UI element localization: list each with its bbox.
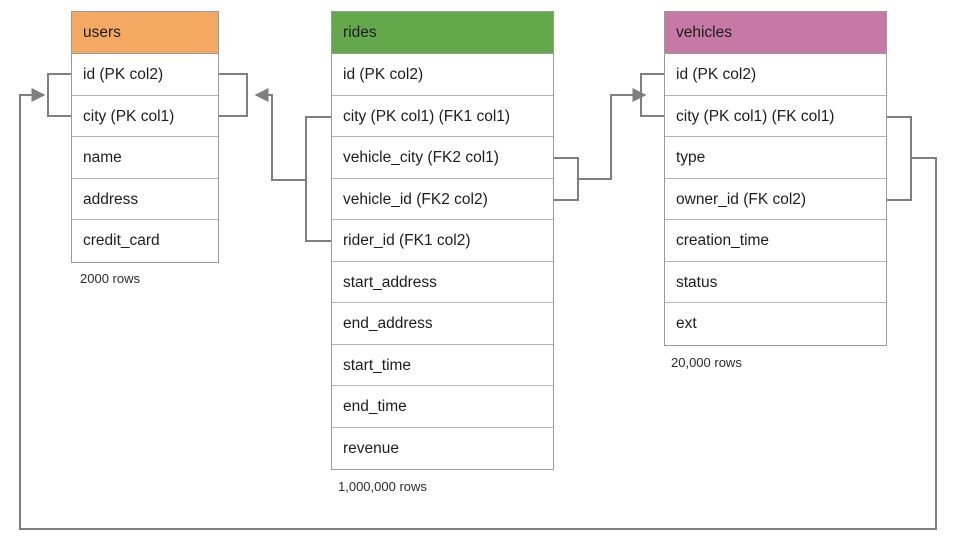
table-vehicles-column[interactable]: status — [665, 261, 886, 303]
table-vehicles[interactable]: vehicles id (PK col2) city (PK col1) (FK… — [664, 11, 887, 346]
table-vehicles-header: vehicles — [665, 12, 886, 54]
vehicles-target-bracket — [640, 73, 664, 117]
table-rides-column[interactable]: end_time — [332, 386, 553, 428]
table-vehicles-column[interactable]: creation_time — [665, 220, 886, 262]
table-users[interactable]: users id (PK col2) city (PK col1) name a… — [71, 11, 219, 263]
users-target-bracket — [47, 73, 71, 117]
table-vehicles-column[interactable]: city (PK col1) (FK col1) — [665, 95, 886, 137]
table-users-column[interactable]: name — [72, 137, 218, 179]
users-right-bracket — [219, 73, 248, 117]
table-users-column[interactable]: id (PK col2) — [72, 54, 218, 96]
table-vehicles-row-count: 20,000 rows — [671, 355, 742, 370]
wire-rides-fk2-to-vehicles — [554, 88, 647, 201]
table-rides-column[interactable]: city (PK col1) (FK1 col1) — [332, 95, 553, 137]
table-rides-row-count: 1,000,000 rows — [338, 479, 427, 494]
table-rides-column[interactable]: vehicle_city (FK2 col1) — [332, 137, 553, 179]
table-users-column[interactable]: credit_card — [72, 220, 218, 262]
table-users-row-count: 2000 rows — [80, 271, 140, 286]
table-users-column[interactable]: city (PK col1) — [72, 95, 218, 137]
table-rides[interactable]: rides id (PK col2) city (PK col1) (FK1 c… — [331, 11, 554, 470]
table-rides-header: rides — [332, 12, 553, 54]
table-rides-column[interactable]: end_address — [332, 303, 553, 345]
table-rides-column[interactable]: id (PK col2) — [332, 54, 553, 96]
table-vehicles-column[interactable]: ext — [665, 303, 886, 345]
table-rides-column[interactable]: start_time — [332, 344, 553, 386]
table-rides-column[interactable]: rider_id (FK1 col2) — [332, 220, 553, 262]
table-vehicles-column[interactable]: id (PK col2) — [665, 54, 886, 96]
table-users-column[interactable]: address — [72, 178, 218, 220]
table-rides-column[interactable]: revenue — [332, 427, 553, 469]
table-rides-column[interactable]: start_address — [332, 261, 553, 303]
wire-vehicles-fk-to-users — [19, 88, 937, 530]
table-vehicles-column[interactable]: type — [665, 137, 886, 179]
table-vehicles-column[interactable]: owner_id (FK col2) — [665, 178, 886, 220]
table-users-header: users — [72, 12, 218, 54]
table-rides-column[interactable]: vehicle_id (FK2 col2) — [332, 178, 553, 220]
wire-rides-fk1-to-users — [254, 88, 331, 242]
